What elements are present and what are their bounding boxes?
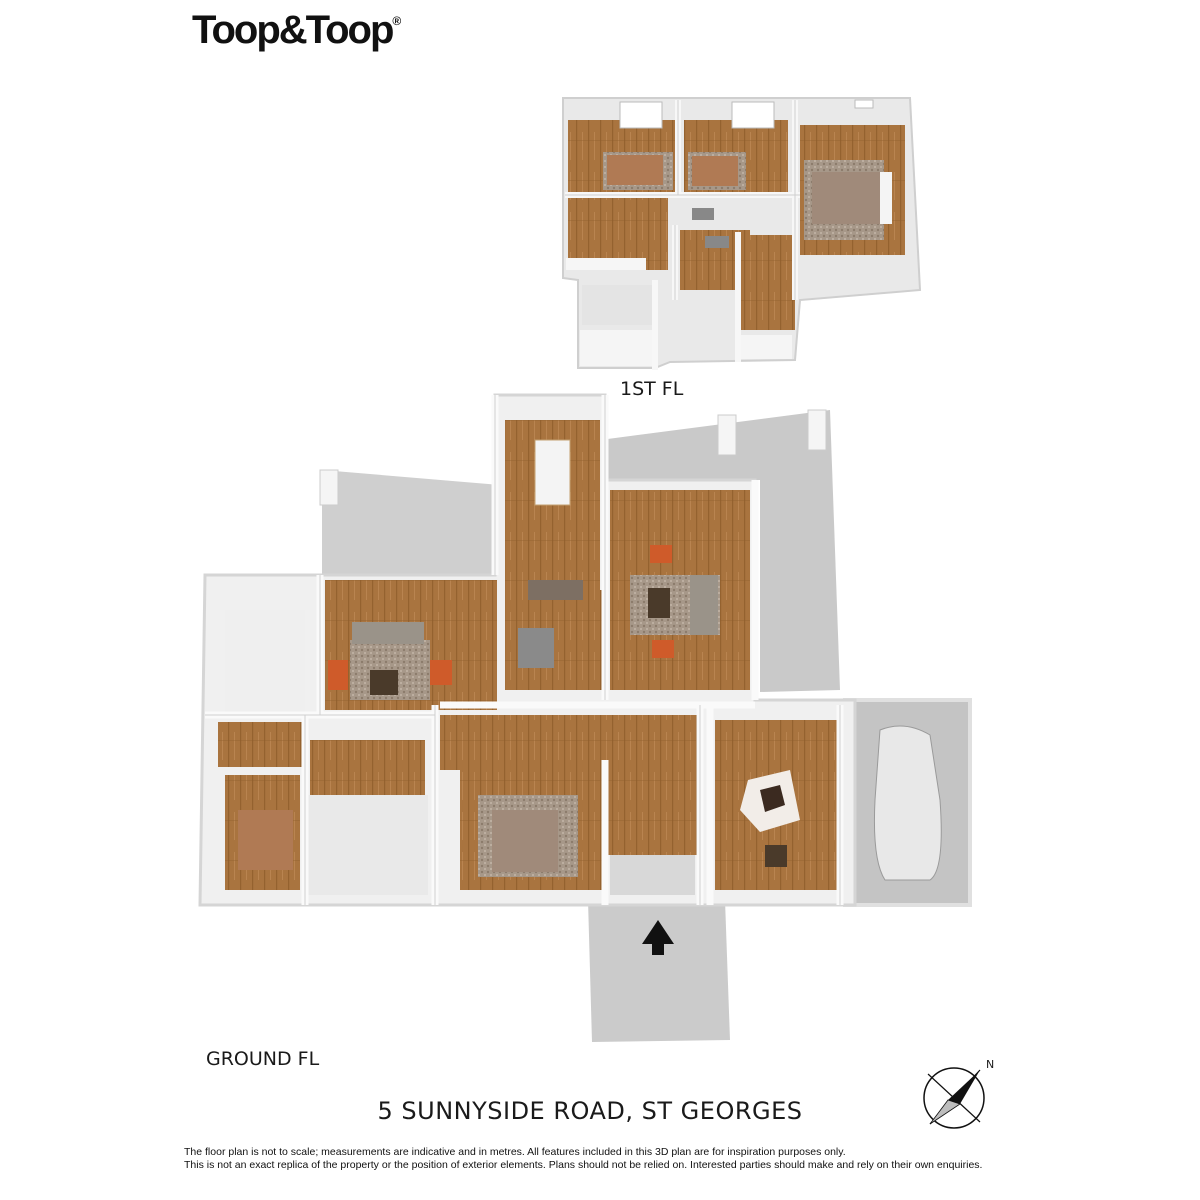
compass-north-label: N [986,1058,995,1071]
disclaimer: The floor plan is not to scale; measurem… [184,1146,982,1172]
property-address: 5 SUNNYSIDE ROAD, ST GEORGES [377,1097,803,1125]
brand-mark: ® [392,14,402,28]
first-floor-plan [562,97,922,370]
first-floor-label: 1ST FL [620,378,684,400]
brand-logo: Toop&Toop® [192,8,401,53]
ground-floor-label: GROUND FL [206,1048,320,1070]
brand-name: Toop&Toop [192,8,394,52]
disclaimer-line-1: The floor plan is not to scale; measurem… [184,1146,846,1158]
compass-icon [923,1067,985,1129]
ground-floor-plan [198,393,972,1042]
disclaimer-line-2: This is not an exact replica of the prop… [184,1159,983,1171]
compass: N [918,1056,998,1136]
